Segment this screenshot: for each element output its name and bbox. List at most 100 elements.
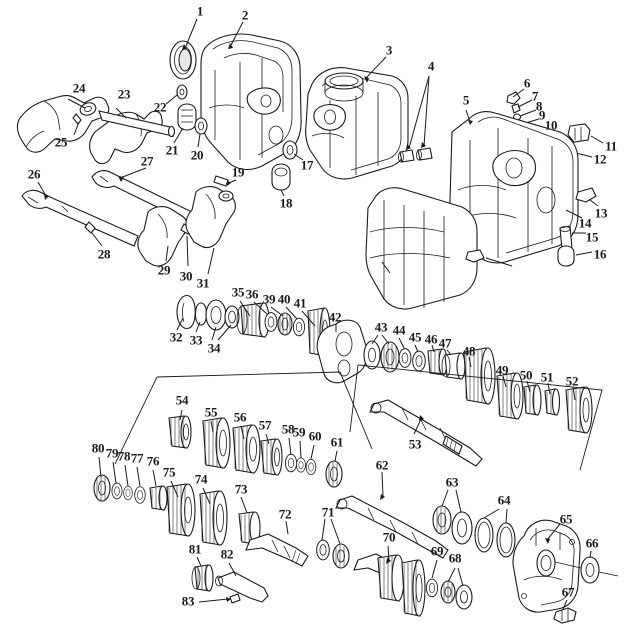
callout-65: 65 — [559, 511, 573, 527]
callout-80: 80 — [91, 440, 105, 456]
rear-bushing-switch — [553, 550, 619, 624]
callout-1: 1 — [196, 3, 204, 19]
front-case — [305, 56, 409, 180]
callout-42: 42 — [328, 309, 342, 325]
callout-56: 56 — [233, 409, 247, 425]
callout-44: 44 — [392, 322, 406, 338]
callout-49: 49 — [495, 362, 509, 378]
callout-45: 45 — [408, 329, 422, 345]
callout-83: 83 — [181, 593, 195, 609]
callout-36: 36 — [245, 286, 259, 302]
callout-22: 22 — [153, 99, 167, 115]
output-gear-cluster — [353, 545, 426, 617]
callout-13: 13 — [594, 205, 608, 221]
callout-7: 7 — [531, 88, 539, 104]
callout-30: 30 — [179, 268, 193, 284]
callout-73: 73 — [234, 481, 248, 497]
shift-fork-upper — [16, 95, 176, 165]
shaft-and-bearings — [245, 518, 350, 569]
callout-23: 23 — [117, 86, 131, 102]
callout-54: 54 — [175, 392, 189, 408]
callout-11: 11 — [605, 138, 617, 154]
seal-and-bushing — [271, 140, 304, 197]
callout-27: 27 — [140, 153, 154, 169]
callout-19: 19 — [231, 164, 245, 180]
callout-9: 9 — [538, 107, 546, 123]
callout-78: 78 — [117, 448, 131, 464]
callout-17: 17 — [300, 157, 314, 173]
callout-5: 5 — [462, 92, 470, 108]
callout-14: 14 — [578, 215, 592, 231]
callout-39: 39 — [262, 291, 276, 307]
callout-74: 74 — [194, 471, 208, 487]
callout-52: 52 — [565, 373, 579, 389]
callout-61: 61 — [330, 434, 344, 450]
callout-18: 18 — [279, 195, 293, 211]
callout-66: 66 — [585, 535, 599, 551]
callout-25: 25 — [54, 134, 68, 150]
callout-8: 8 — [535, 98, 543, 114]
callout-62: 62 — [375, 457, 389, 473]
callout-4: 4 — [427, 58, 435, 74]
callout-58: 58 — [281, 421, 295, 437]
callout-50: 50 — [519, 367, 533, 383]
callout-48: 48 — [462, 343, 476, 359]
callout-20: 20 — [190, 147, 204, 163]
callout-6: 6 — [523, 75, 531, 91]
callout-10: 10 — [544, 117, 558, 133]
callout-15: 15 — [585, 229, 599, 245]
callout-32: 32 — [169, 329, 183, 345]
clutch-housing — [200, 21, 302, 171]
callout-29: 29 — [157, 262, 171, 278]
case-lower-section — [365, 187, 513, 310]
callout-55: 55 — [204, 404, 218, 420]
callout-77: 77 — [130, 450, 144, 466]
callout-43: 43 — [374, 319, 388, 335]
housing-fasteners — [165, 84, 208, 148]
shift-rail-assembly — [21, 167, 237, 275]
callout-68: 68 — [448, 550, 462, 566]
callout-72: 72 — [278, 506, 292, 522]
input-shaft-seal — [169, 18, 198, 80]
callout-81: 81 — [188, 541, 202, 557]
callout-76: 76 — [146, 453, 160, 469]
callout-59: 59 — [292, 424, 306, 440]
callout-35: 35 — [231, 284, 245, 300]
gear-row-upper — [176, 294, 593, 434]
callout-63: 63 — [445, 474, 459, 490]
callout-31: 31 — [196, 275, 210, 291]
callout-70: 70 — [382, 529, 396, 545]
callout-67: 67 — [561, 584, 575, 600]
callout-34: 34 — [207, 340, 221, 356]
callout-71: 71 — [321, 504, 335, 520]
callout-24: 24 — [72, 80, 86, 96]
group-brackets — [114, 364, 603, 471]
gear-row-lower-left — [168, 409, 343, 488]
reverse-idler-assembly — [191, 556, 269, 604]
dowel-pins — [398, 75, 433, 163]
mainshaft — [335, 471, 449, 559]
rear-bearings-shims — [432, 489, 516, 558]
callout-46: 46 — [424, 331, 438, 347]
callout-69: 69 — [430, 543, 444, 559]
callout-12: 12 — [593, 151, 607, 167]
callout-33: 33 — [189, 332, 203, 348]
callout-26: 26 — [27, 166, 41, 182]
callout-79: 79 — [105, 445, 119, 461]
callout-60: 60 — [308, 428, 322, 444]
callout-40: 40 — [277, 291, 291, 307]
callout-28: 28 — [97, 246, 111, 262]
callout-16: 16 — [593, 246, 607, 262]
main-transmission-case — [449, 109, 599, 267]
gear-row-lower-far-left — [93, 456, 261, 546]
callout-2: 2 — [241, 7, 249, 23]
callout-53: 53 — [408, 436, 422, 452]
callout-57: 57 — [258, 417, 272, 433]
callout-64: 64 — [497, 492, 511, 508]
callout-21: 21 — [165, 142, 179, 158]
callout-75: 75 — [162, 464, 176, 480]
callout-41: 41 — [293, 295, 307, 311]
callout-82: 82 — [220, 546, 234, 562]
callout-3: 3 — [385, 42, 393, 58]
